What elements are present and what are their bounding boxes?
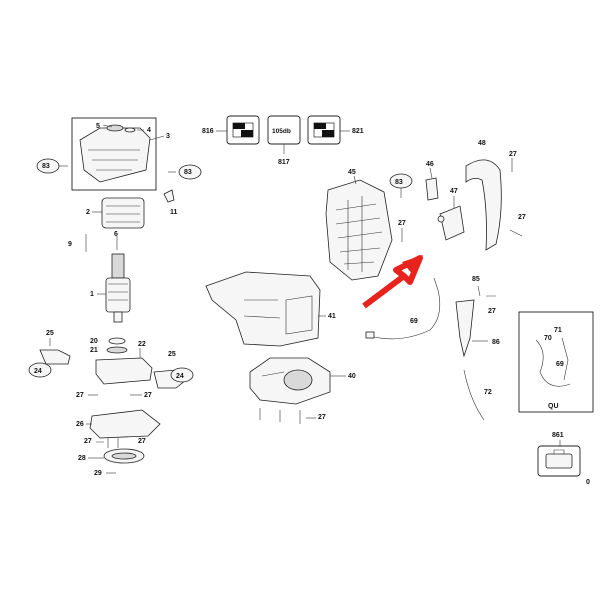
- sticker-821: [307, 115, 341, 145]
- label-21: 21: [90, 347, 98, 354]
- label-5: 5: [96, 123, 100, 130]
- label-27-c: 27: [84, 438, 92, 445]
- label-27-d: 27: [138, 438, 146, 445]
- label-27-g: 27: [518, 214, 526, 221]
- label-816: 816: [202, 128, 214, 135]
- label-45: 45: [348, 169, 356, 176]
- label-25-left: 25: [46, 330, 54, 337]
- sticker-105db-text: 105db: [272, 128, 291, 135]
- cable-69: [369, 277, 441, 340]
- label-41: 41: [328, 313, 336, 320]
- label-46: 46: [426, 161, 434, 168]
- label-24-left: 24: [34, 368, 42, 375]
- label-47: 47: [450, 188, 458, 195]
- label-2: 2: [86, 209, 90, 216]
- label-69-qu: 69: [556, 361, 564, 368]
- motor-housing-lower: [95, 357, 153, 385]
- label-86: 86: [492, 339, 500, 346]
- label-24-right: 24: [176, 373, 184, 380]
- label-48: 48: [478, 140, 486, 147]
- label-27-e: 27: [398, 220, 406, 227]
- callout-24-right: [170, 367, 194, 383]
- label-25-right: 25: [168, 351, 176, 358]
- label-29: 29: [94, 470, 102, 477]
- label-71: 71: [554, 327, 562, 334]
- sticker-105db: 105db: [267, 115, 301, 145]
- power-cord-72: [463, 369, 485, 421]
- label-861: 861: [552, 432, 564, 439]
- label-69: 69: [410, 318, 418, 325]
- handle-48: [465, 159, 502, 251]
- label-1: 1: [90, 291, 94, 298]
- label-27-f: 27: [509, 151, 517, 158]
- base-housing-40: [249, 357, 331, 405]
- label-22: 22: [138, 341, 146, 348]
- label-40: 40: [348, 373, 356, 380]
- label-817: 817: [278, 159, 290, 166]
- label-qu: QU: [548, 403, 559, 410]
- callout-83-mid: [178, 164, 202, 180]
- armature: [105, 253, 131, 323]
- label-85: 85: [472, 276, 480, 283]
- label-9: 9: [68, 241, 72, 248]
- label-83-left: 83: [42, 163, 50, 170]
- brush-holder-left: [39, 349, 71, 365]
- part-46: [425, 177, 439, 201]
- qu-variant-box: [518, 311, 594, 413]
- cord-guard-86: [455, 299, 475, 358]
- label-6: 6: [114, 231, 118, 238]
- corner-mark: 0: [586, 479, 590, 486]
- label-27-a: 27: [76, 392, 84, 399]
- label-83-mid: 83: [184, 169, 192, 176]
- switch-plate: [89, 409, 161, 439]
- label-27-b: 27: [144, 392, 152, 399]
- gearbox-cover-assembly: [71, 117, 157, 191]
- label-70: 70: [544, 335, 552, 342]
- main-housing-41: [205, 271, 321, 347]
- housing-cover-45: [325, 179, 393, 281]
- label-72: 72: [484, 389, 492, 396]
- label-83-right: 83: [395, 179, 403, 186]
- label-27-h: 27: [318, 414, 326, 421]
- carry-case-861: [537, 445, 581, 477]
- label-20: 20: [90, 338, 98, 345]
- callout-24-left: [28, 362, 52, 378]
- label-11: 11: [170, 209, 178, 216]
- label-4: 4: [147, 127, 151, 134]
- switch-47: [439, 205, 465, 241]
- stator-field: [101, 197, 145, 229]
- part-11-bracket: [163, 189, 175, 203]
- label-28: 28: [78, 455, 86, 462]
- label-26: 26: [76, 421, 84, 428]
- label-821: 821: [352, 128, 364, 135]
- label-27-i: 27: [488, 308, 496, 315]
- label-3: 3: [166, 133, 170, 140]
- sticker-816: [226, 115, 260, 145]
